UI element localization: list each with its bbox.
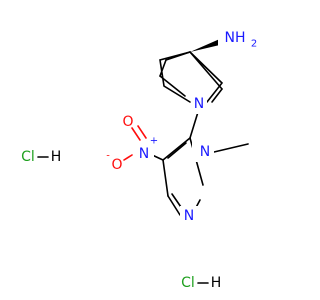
bond-methyl — [213, 143, 249, 153]
nitro-o-double-label: O — [122, 114, 133, 130]
label-bg-pyr-n2 — [180, 206, 198, 224]
hcl-1-h-label: H — [51, 149, 62, 165]
molecule-drawing: NH 2 N N + O O - N N Cl H Cl H — [21, 28, 258, 291]
nitro-o-single-label: O — [111, 157, 122, 173]
hcl-2-h-label: H — [211, 275, 222, 291]
bond-nitro-single-o — [123, 154, 133, 161]
amine-subscript: 2 — [251, 39, 257, 50]
hcl-1-cl-label: Cl — [21, 149, 35, 165]
bond-c3-n2 — [167, 195, 181, 216]
pyrazole-n2-label: N — [184, 208, 194, 224]
ring-left-edge — [159, 51, 191, 103]
bond-c2-c1 — [159, 59, 167, 77]
nitro-o-charge: - — [106, 151, 110, 162]
pyrazole-n1-label: N — [200, 144, 210, 160]
stereo-wedge-bond — [190, 38, 224, 52]
bond-c5-c4 — [162, 137, 191, 161]
label-bg-ring-n — [191, 94, 207, 114]
label-bg-pyr-n1 — [192, 142, 214, 162]
bond-c4-c3 — [162, 159, 169, 197]
bond-c5-c4-inner — [167, 142, 187, 159]
bond-c1-n1 — [159, 75, 186, 97]
ring-right-edge — [189, 51, 224, 103]
bond-n1-c5 — [189, 111, 199, 139]
bond-nitro-double-o-b — [137, 125, 147, 139]
label-bg-amine — [218, 28, 258, 48]
bond-nitro-double-o-a — [131, 127, 141, 141]
nitro-n-charge: + — [150, 136, 158, 147]
amine-label: NH — [225, 30, 246, 46]
hcl-2-cl-label: Cl — [181, 275, 195, 291]
bond-c4-n1 — [211, 88, 223, 103]
structure-canvas: NH 2 N N + O O - N N Cl H Cl H — [21, 28, 258, 291]
pyrrolidine-n-label: N — [194, 96, 204, 112]
nitro-n-label: N — [139, 146, 149, 162]
label-bg-nitro-n — [136, 144, 154, 164]
